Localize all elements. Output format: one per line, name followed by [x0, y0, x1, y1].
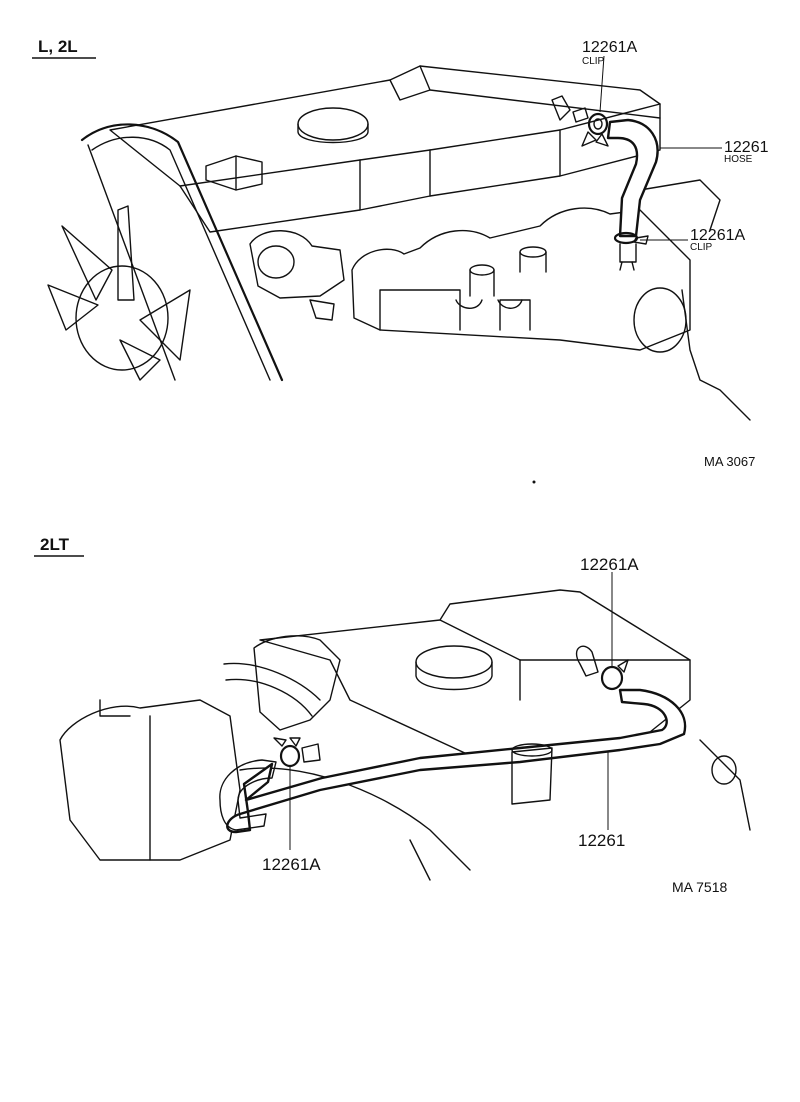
label-clip-bottom-name: CLIP	[690, 242, 713, 253]
clip-bottom-12261a[interactable]	[613, 231, 649, 271]
oil-filler-cap	[297, 107, 369, 141]
clip-left-12261a[interactable]	[273, 737, 301, 768]
label-hose-name: HOSE	[724, 154, 753, 165]
label-clip-left-part: 12261A	[262, 855, 321, 874]
hose-12261-2lt[interactable]	[226, 688, 687, 834]
cooling-fan	[47, 205, 191, 381]
label-clip-top-name: CLIP	[582, 56, 605, 67]
label-hose-part: 12261	[724, 139, 769, 156]
hose-sleeve	[511, 747, 553, 805]
figure-code-ma7518: MA 7518	[672, 879, 727, 895]
drive-belt	[80, 123, 284, 382]
label-clip-bottom-part: 12261A	[690, 227, 745, 244]
label-clip-right-part: 12261A	[580, 555, 639, 574]
label-hose-part-2lt: 12261	[578, 831, 625, 850]
leader-clip-top	[599, 55, 605, 113]
section-2lt: 2LT	[34, 535, 751, 895]
cylinder-head-cover-2lt	[259, 589, 691, 761]
clip-top-12261a[interactable]	[581, 112, 609, 147]
thermostat-housing	[249, 230, 345, 299]
clip-right-12261a[interactable]	[600, 659, 629, 691]
engine-illustration-l-2l	[47, 65, 751, 421]
oil-filler-cap-2lt	[415, 645, 493, 679]
hose-12261-l-2l[interactable]	[606, 118, 659, 238]
section-title-2lt: 2LT	[40, 535, 70, 554]
section-l-2l: L, 2L	[32, 37, 769, 469]
intake-manifold	[351, 207, 691, 351]
section-title-l-2l: L, 2L	[38, 37, 78, 56]
label-clip-top-part: 12261A	[582, 39, 637, 56]
figure-code-ma3067: MA 3067	[704, 454, 755, 469]
cylinder-head-cover	[109, 65, 661, 233]
engine-illustration-2lt	[59, 589, 751, 881]
